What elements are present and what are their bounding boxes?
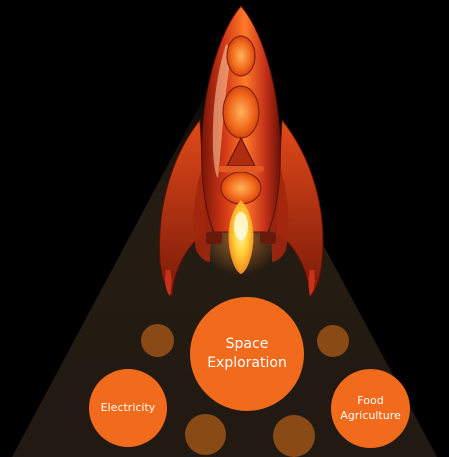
node-label-line1: Food [357,393,384,407]
node-label-line1: Space [225,336,269,353]
decorative-dot [317,325,349,357]
decorative-dot [141,324,174,357]
food-agriculture-node: Food Agriculture [331,369,410,448]
space-exploration-node: Space Exploration [190,297,304,411]
node-label-line2: Exploration [207,355,287,371]
electricity-node: Electricity [89,369,167,447]
rocket-icon [158,5,324,297]
node-label: Electricity [100,400,156,414]
node-label-line2: Agriculture [340,408,401,422]
decorative-dot [185,414,226,455]
decorative-dot [273,415,315,457]
